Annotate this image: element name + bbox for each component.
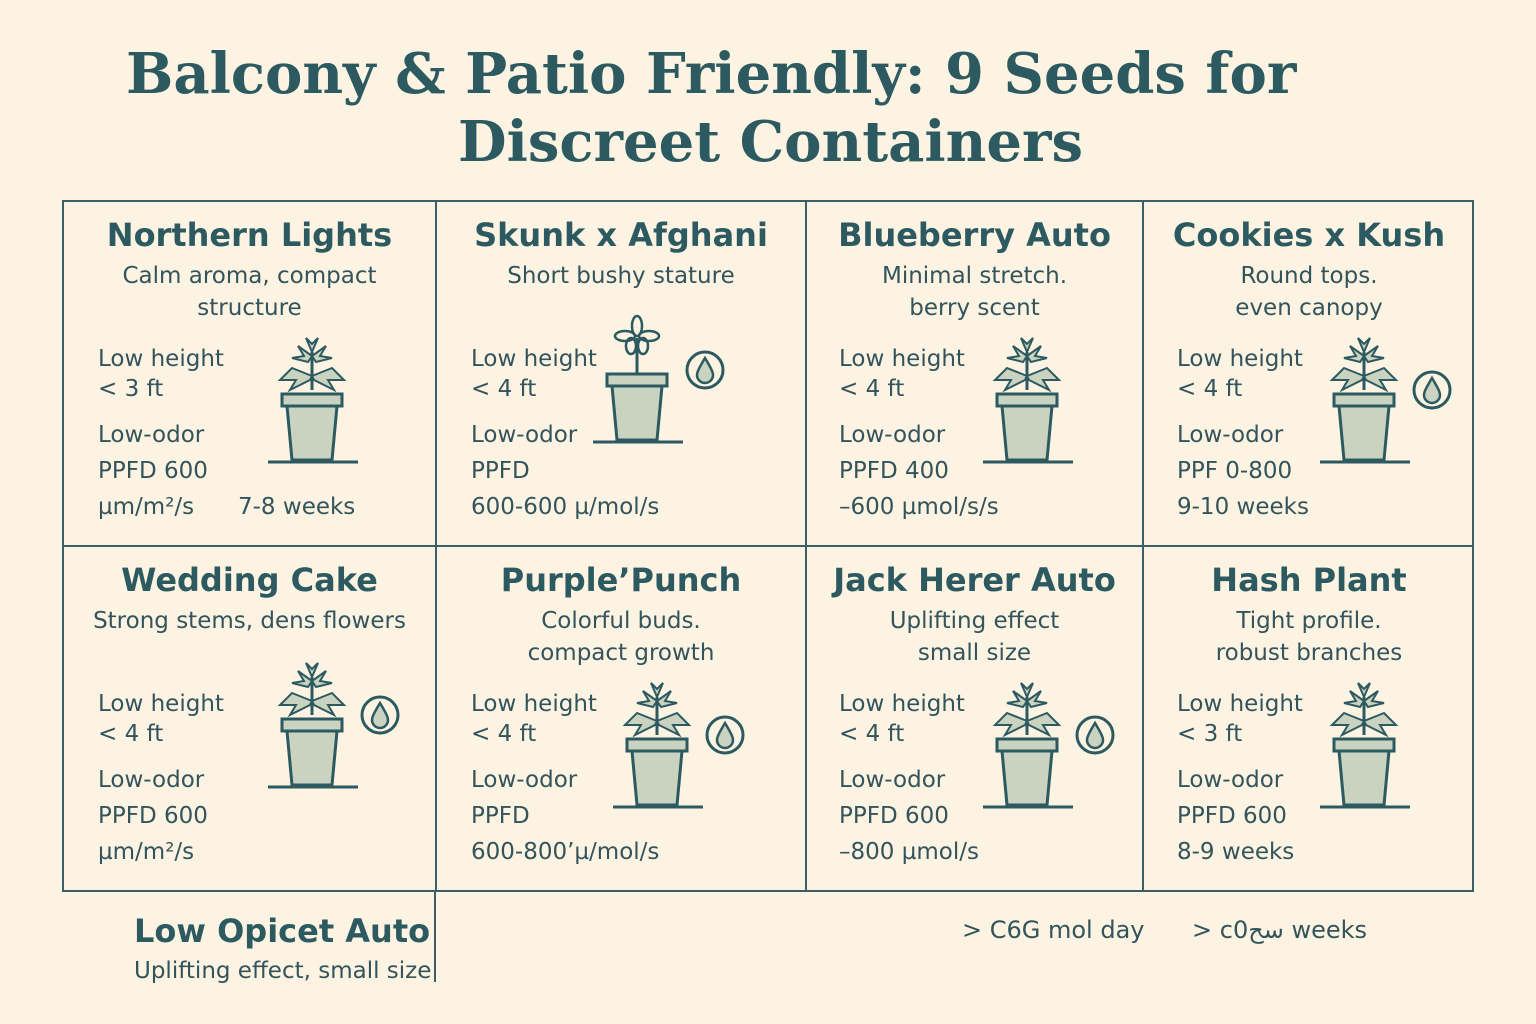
ppfd-unit: µm/m²/s: [98, 839, 195, 865]
strain-description: compact growth: [527, 640, 715, 666]
height-value: < 4 ft: [1177, 376, 1243, 402]
strain-description: small size: [917, 640, 1032, 666]
ppfd-unit: µm/m²/s: [98, 494, 195, 520]
cannabis-plant-pot-icon: [262, 332, 412, 482]
ppfd-value: PPFD 600: [839, 803, 949, 829]
strain-name: Wedding Cake: [121, 561, 378, 599]
strain-description: Round tops.: [1240, 263, 1378, 289]
strain-name: Purple’Punch: [500, 561, 742, 599]
footer-divider: [434, 892, 436, 982]
height-label: Low height: [98, 691, 224, 717]
footer-strain-desc: Uplifting effect, small size: [134, 958, 432, 984]
height-label: Low height: [839, 691, 965, 717]
strain-description: Minimal stretch.: [881, 263, 1068, 289]
strain-description: even canopy: [1235, 295, 1383, 321]
ppfd-unit: 9-10 weeks: [1177, 494, 1309, 520]
strain-name: Jack Herer Auto: [833, 561, 1116, 599]
ppfd-value: PPFD 600: [98, 803, 208, 829]
strain-description: Strong stems, dens flowers: [93, 608, 406, 634]
ppfd-value: PPFD 600: [1177, 803, 1287, 829]
ppfd-value: PPFD 400: [839, 458, 949, 484]
title-line-1: Balcony & Patio Friendly: 9 Seeds for: [126, 41, 1297, 107]
ppfd-unit: 600-800’µ/mol/s: [471, 839, 660, 865]
height-value: < 4 ft: [98, 721, 164, 747]
height-label: Low height: [839, 346, 965, 372]
plant-pot-water-drop-icon: [607, 677, 757, 827]
plant-pot-water-drop-icon: [977, 677, 1127, 827]
odor-label: Low-odor: [471, 767, 578, 793]
strain-name: Northern Lights: [106, 216, 393, 254]
strain-name: Cookies x Kush: [1172, 216, 1446, 254]
strain-description: robust branches: [1215, 640, 1403, 666]
strain-name: Hash Plant: [1211, 561, 1407, 599]
strain-description: Tight profile.: [1236, 608, 1382, 634]
ppfd-unit: 600-600 µ/mol/s: [471, 494, 660, 520]
height-label: Low height: [471, 691, 597, 717]
ppfd-value: PPFD: [471, 458, 530, 484]
ppfd-value: PPF 0-800: [1177, 458, 1293, 484]
odor-label: Low-odor: [98, 767, 205, 793]
odor-label: Low-odor: [98, 422, 205, 448]
cannabis-plant-pot-icon: [1314, 677, 1464, 827]
odor-label: Low-odor: [839, 422, 946, 448]
height-label: Low height: [1177, 691, 1303, 717]
strain-name: Skunk x Afghani: [474, 216, 768, 254]
ppfd-unit: 8-9 weeks: [1177, 839, 1295, 865]
odor-label: Low-odor: [1177, 767, 1284, 793]
grow-weeks: 7-8 weeks: [238, 494, 356, 520]
cannabis-plant-pot-icon: [977, 332, 1127, 482]
ppfd-value: PPFD: [471, 803, 530, 829]
title-line-2: Discreet Containers: [458, 109, 1084, 175]
plant-pot-water-drop-icon: [262, 657, 412, 807]
odor-label: Low-odor: [471, 422, 578, 448]
footer-strain-name: Low Opicet Auto: [134, 912, 431, 950]
odor-label: Low-odor: [1177, 422, 1284, 448]
height-label: Low height: [1177, 346, 1303, 372]
strain-name: Blueberry Auto: [838, 216, 1111, 254]
strain-description: Calm aroma, compact: [122, 263, 377, 289]
ppfd-unit: –600 µmol/s/s: [839, 494, 999, 520]
ppfd-unit: –800 µmol/s: [839, 839, 979, 865]
height-value: < 4 ft: [839, 721, 905, 747]
strain-description: structure: [197, 295, 302, 321]
flower-pot-water-drop-icon: [587, 312, 737, 462]
height-label: Low height: [98, 346, 224, 372]
strain-description: berry scent: [909, 295, 1040, 321]
strain-description: Uplifting effect: [889, 608, 1060, 634]
height-value: < 4 ft: [471, 376, 537, 402]
odor-label: Low-odor: [839, 767, 946, 793]
height-value: < 3 ft: [1177, 721, 1243, 747]
strain-description: Short bushy stature: [507, 263, 735, 289]
grid-divider: [62, 545, 1474, 547]
height-value: < 3 ft: [98, 376, 164, 402]
height-value: < 4 ft: [471, 721, 537, 747]
plant-pot-water-drop-icon: [1314, 332, 1464, 482]
height-label: Low height: [471, 346, 597, 372]
ppfd-value: PPFD 600: [98, 458, 208, 484]
height-value: < 4 ft: [839, 376, 905, 402]
strain-description: Colorful buds.: [541, 608, 701, 634]
footer-stat-weeks: > cسح0 weeks: [1192, 916, 1368, 944]
footer-stat-light: > C6G mol day: [962, 916, 1145, 944]
